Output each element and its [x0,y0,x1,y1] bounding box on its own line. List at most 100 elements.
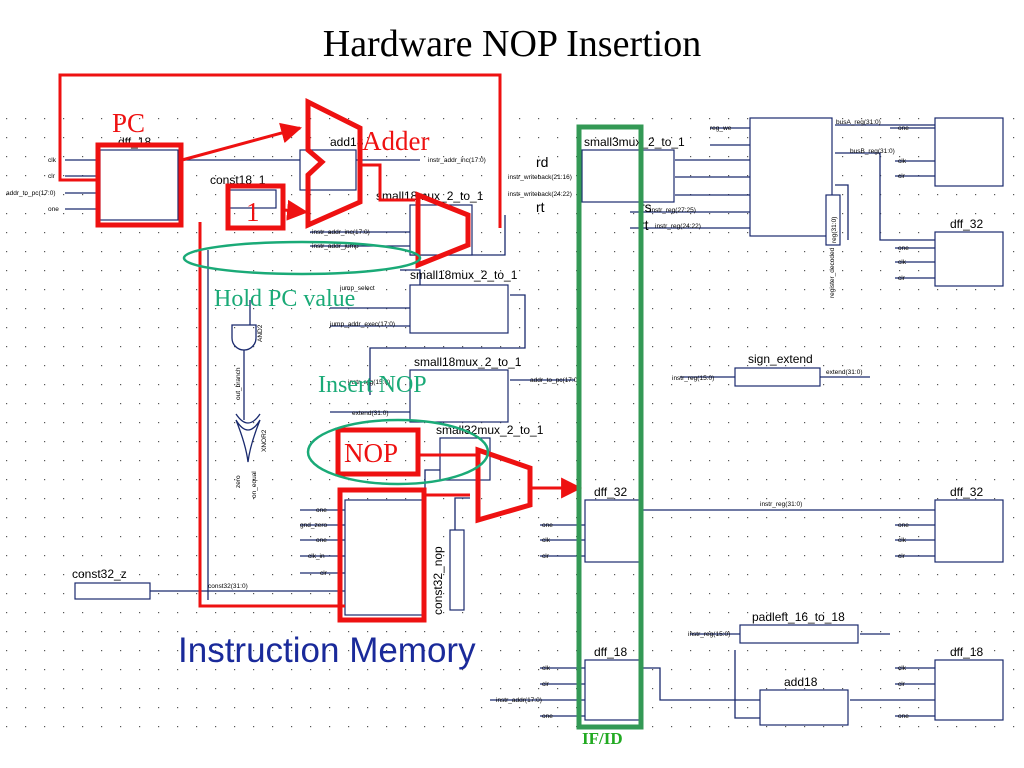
adder-to-mux-wire [360,163,415,202]
add18-top-label: add18 [330,135,364,149]
adder-text: Adder [362,126,429,156]
sig-jump-select: jump_select [339,285,375,292]
hold-pc-text: Hold PC value [214,286,355,312]
sig-writeback-21-16: instr_writeback(21:16) [508,174,572,181]
sig-reg-we: reg_we [710,125,732,132]
sig-clr-1: clr [48,173,56,180]
sig-one-9: one [898,713,909,720]
sig-clk-4: clk [898,259,907,266]
nop-ellipse [306,418,490,486]
sig-one-8: one [542,713,553,720]
sig-clr-4: clr [898,553,906,560]
hold-pc-ellipse [182,240,422,276]
sig-clk-6: clk [542,665,551,672]
add18-bottom-label: add18 [784,675,818,689]
xnor-gate-icon [235,419,261,463]
sig-clr-2: clr [320,570,328,577]
sig-clk-2: clk [542,537,551,544]
nop-box [335,427,421,477]
dff32-right-mid-label: dff_32 [950,485,983,499]
sig-one-3: one [316,537,327,544]
sig-instr-addr: instr_addr(17:0) [496,697,542,704]
dff32-mid-label: dff_32 [594,485,627,499]
schematic-labels: dff_18 add18 const18_1 small18mux_2_to_1… [6,119,983,720]
const-one-box [225,183,286,231]
pc-text: PC [112,108,145,138]
nop-mux-shape [475,446,533,524]
sig-one-2: one [316,507,327,514]
mux32-label: small32mux_2_to_1 [436,423,544,437]
mux3-label: small18mux_2_to_1 [414,355,522,369]
sig-const32: const32(31:0) [208,583,248,590]
sig-extend-1: extend(31:0) [352,410,389,417]
sig-instr-reg-15-0-1: instr_reg(15:0) [348,379,390,386]
mux3way-label: small3mux_2_to_1 [584,135,685,149]
sig-busa: busA_reg(31:0) [836,119,881,126]
sig-xnor2: XNOR2 [261,429,268,452]
imem-box [337,487,427,623]
logic-gates [231,300,261,463]
sig-jump-addr-exec: jump_addr_exec(17:0) [329,321,395,328]
sig-gnd-zero: gnd_zero [300,522,327,529]
sig-writeback-24-22: instr_writeback(24:22) [508,191,572,198]
nop-text: NOP [344,438,398,468]
sig-on-equal: on_equal [251,471,258,498]
annotation-text: PC Adder 1 Hold PC value Insert NOP NOP … [112,108,623,748]
slide-title: Hardware NOP Insertion [322,23,702,65]
sig-reg-24-22: instr_reg(24:22) [655,223,701,230]
one-to-adder-arrow [283,199,309,221]
sig-addr-to-pc: addr_to_pc(17:0) [6,190,56,197]
sig-instr-reg-15-0-3: instr_reg(15:0) [688,631,730,638]
sig-instr-reg-31-0: instr_reg(31:0) [760,501,802,508]
sig-instr-addr-jump: instr_addr_jump [312,243,359,250]
sig-extend-2: extend(31:0) [826,369,863,376]
mux2-label: small18mux_2_to_1 [410,268,518,282]
dff18-bottom-label: dff_18 [594,645,627,659]
pc-box [95,142,184,228]
sig-reg-27-25: instr_reg(27:25) [650,207,696,214]
sig-busb: busB_reg(31:0) [850,148,895,155]
sig-out-branch: out_branch [235,367,242,400]
pc-feedback-wire [58,73,502,228]
pc-to-adder-arrow [181,122,303,162]
sig-one-1: one [48,206,59,213]
sig-register-decoded: register_decoded [829,247,836,298]
sig-one-6: one [898,245,909,252]
padleft-label: padleft_16_to_18 [752,610,845,624]
wires [65,124,935,719]
sig-clk-5: clk [898,158,907,165]
dff18-right-bottom-label: dff_18 [950,645,983,659]
one-text: 1 [246,197,260,227]
sig-clk-in: clk_in [308,553,325,560]
if-id-register-box [576,124,644,730]
sig-instr-addr-inc-1: instr_addr_inc(17:0) [428,157,486,164]
sig-instr-reg-15-0-2: instr_reg(15:0) [672,375,714,382]
sig-one-7: one [898,125,909,132]
sig-clk-7: clk [898,665,907,672]
sig-clk-3: clk [898,537,907,544]
green-annotations [182,240,490,486]
sig-clr-3: clr [542,553,550,560]
if-id-text: IF/ID [582,729,623,748]
sig-clr-5: clr [898,275,906,282]
sig-one-5: one [898,522,909,529]
dff32-right-top-label: dff_32 [950,217,983,231]
sig-zero: zero [235,475,242,488]
sig-clr-7: clr [542,681,550,688]
rt-label: rt [536,199,545,215]
const32-nop-label: const32_nop [431,546,445,615]
insert-nop-text: Insert NOP [318,372,427,398]
sig-one-4: one [542,522,553,529]
rs-label: rs [640,199,652,215]
rt2-label: rt [640,217,649,233]
rd-label: rd [536,154,548,170]
and-gate-icon [231,324,257,351]
pc-mux-shape [415,191,471,269]
sig-clr-8: clr [898,681,906,688]
pc-to-imem-wire [198,222,345,608]
const32-z-label: const32_z [72,567,127,581]
sig-instr-addr-inc-2: instr_addr_inc(17:0) [312,229,370,236]
red-annotations [58,73,583,623]
sig-addr-to-pc-out: addr_to_pc(17:0) [530,377,580,384]
